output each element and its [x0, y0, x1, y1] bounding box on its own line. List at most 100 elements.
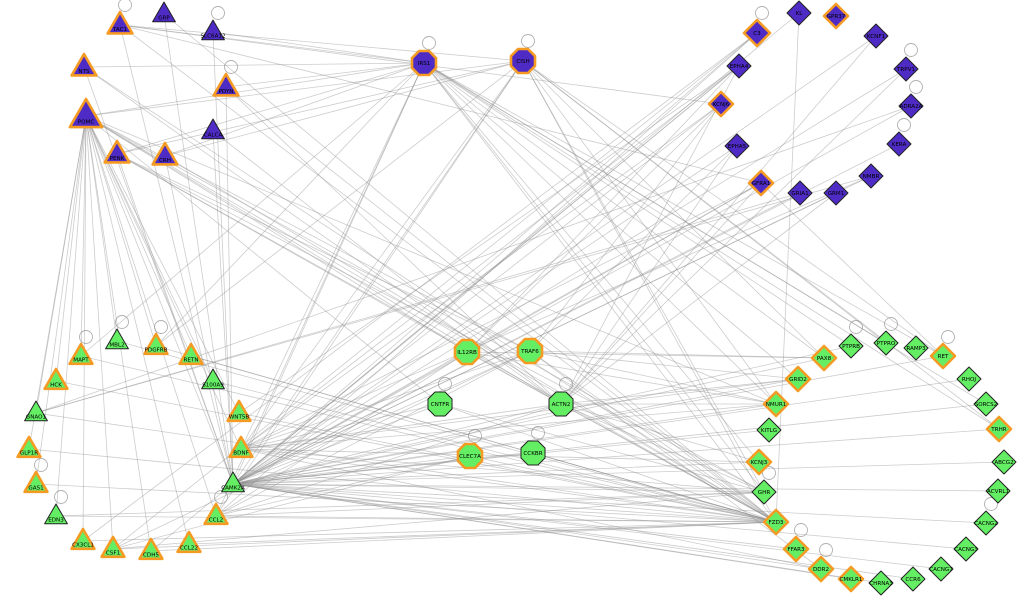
graph-edge — [560, 35, 877, 405]
graph-edge — [232, 143, 900, 485]
graph-edge — [560, 65, 740, 405]
graph-node-grm1[interactable]: GRM1 — [823, 180, 849, 206]
diamond-node-shape — [903, 335, 929, 361]
self-loop-edge — [531, 426, 545, 440]
graph-node-kcnj3[interactable]: KCNJ3 — [745, 448, 773, 476]
graph-node-clec7a[interactable]: CLEC7A — [456, 442, 484, 470]
self-loop-edge — [819, 543, 833, 557]
graph-node-grid2[interactable]: GRID2 — [784, 365, 812, 393]
triangle-node-shape — [228, 435, 254, 459]
graph-node-cmklr1[interactable]: CMKLR1 — [837, 565, 865, 593]
graph-node-cntfr[interactable]: CNTFR — [427, 391, 453, 417]
graph-node-ffar3[interactable]: FFAR3 — [782, 535, 810, 563]
graph-node-cish[interactable]: CISH — [509, 47, 537, 75]
graph-node-cdh5[interactable]: CDH5 — [138, 537, 164, 561]
graph-edge — [232, 182, 762, 485]
graph-node-calca[interactable]: CALCA — [201, 118, 225, 140]
graph-node-mapt[interactable]: MAPT — [68, 342, 94, 366]
self-loop-edge — [849, 320, 863, 334]
graph-edge — [466, 351, 777, 405]
graph-node-kl[interactable]: KL — [786, 0, 812, 26]
graph-edge — [119, 24, 777, 523]
graph-node-ddr2[interactable]: DDR2 — [807, 555, 835, 583]
graph-edge — [116, 153, 531, 352]
graph-node-cacng2[interactable]: CACNG2 — [973, 510, 999, 536]
graph-edge — [232, 12, 800, 485]
graph-edge — [232, 345, 852, 485]
graph-edge — [85, 115, 217, 517]
diamond-node-shape — [745, 448, 773, 476]
graph-node-cacng3[interactable]: CACNG3 — [953, 536, 979, 562]
graph-node-pdyn[interactable]: PDYN — [212, 72, 240, 97]
graph-node-chrna3[interactable]: CHRNA3 — [868, 570, 894, 596]
triangle-node-shape — [106, 10, 134, 35]
graph-edge — [522, 60, 777, 405]
graph-node-kitlg[interactable]: KITLG — [756, 417, 782, 443]
triangle-node-shape — [221, 471, 245, 493]
diamond-node-shape — [868, 570, 894, 596]
graph-node-c3[interactable]: C3 — [742, 18, 772, 48]
graph-edge — [150, 65, 740, 552]
graph-edge — [439, 403, 777, 523]
graph-edge — [529, 103, 722, 352]
graph-edge — [83, 66, 234, 485]
octagon-node-shape — [520, 440, 546, 466]
graph-node-grp[interactable]: GRP — [152, 1, 176, 23]
self-loop-edge — [214, 490, 228, 504]
graph-node-traf6[interactable]: TRAF6 — [516, 337, 544, 365]
graph-edge — [232, 175, 872, 485]
graph-node-cx3cl1[interactable]: CX3CL1 — [70, 527, 96, 551]
graph-edge — [240, 103, 722, 450]
graph-node-cacng7[interactable]: CACNG7 — [928, 556, 954, 582]
graph-edge — [215, 403, 562, 517]
graph-node-nmbr[interactable]: NMBR — [858, 163, 884, 189]
graph-node-il12rb[interactable]: IL12RB — [453, 338, 481, 366]
graph-edge — [35, 483, 777, 523]
graph-edge — [560, 403, 765, 493]
graph-edge — [240, 378, 799, 450]
graph-node-kera[interactable]: KERA — [886, 131, 912, 157]
graph-node-kcnf1[interactable]: KCNF1 — [863, 23, 889, 49]
graph-node-ghr[interactable]: GHR — [751, 479, 777, 505]
triangle-node-shape — [212, 72, 240, 97]
graph-node-glp1r[interactable]: GLP1R — [16, 435, 42, 459]
graph-node-cckbr[interactable]: CCKBR — [520, 440, 546, 466]
graph-edge — [522, 60, 777, 523]
diamond-node-shape — [726, 53, 752, 79]
graph-edge — [240, 350, 531, 450]
graph-node-actn2[interactable]: ACTN2 — [548, 391, 574, 417]
graph-node-adra2a[interactable]: ADRA2A — [898, 93, 924, 119]
graph-edge — [85, 115, 441, 405]
graph-edge — [215, 455, 471, 517]
graph-node-gpr37[interactable]: GPR37 — [822, 2, 850, 30]
graph-node-gas1[interactable]: GAS1 — [23, 470, 49, 494]
graph-edge — [232, 350, 531, 485]
graph-edge — [232, 483, 914, 580]
graph-edge — [28, 115, 87, 450]
diamond-node-shape — [973, 391, 999, 417]
graph-node-ptprb[interactable]: PTPRB — [838, 333, 864, 359]
triangle-node-shape — [226, 399, 252, 423]
graph-node-acvrl1[interactable]: ACVRL1 — [985, 478, 1011, 504]
graph-edge — [232, 357, 825, 485]
graph-node-ccr6[interactable]: CCR6 — [900, 566, 926, 592]
graph-edge — [85, 115, 765, 493]
graph-edge — [85, 115, 114, 550]
graph-node-nts[interactable]: NTS — [70, 52, 98, 77]
graph-node-fzd3[interactable]: FZD3 — [762, 508, 790, 536]
graph-edge — [35, 175, 872, 414]
graph-edge — [83, 66, 562, 405]
graph-node-wnt5b[interactable]: WNT5B — [226, 399, 252, 423]
graph-node-hck[interactable]: HCK — [43, 367, 69, 391]
graph-node-slc6a12[interactable]: SLC6A12 — [200, 19, 226, 41]
graph-node-tac1[interactable]: TAC1 — [106, 10, 134, 35]
graph-node-edn3[interactable]: EDN3 — [44, 503, 68, 525]
graph-node-irs1[interactable]: IRS1 — [410, 49, 438, 77]
graph-edge — [238, 65, 740, 414]
graph-node-trhr[interactable]: TRHR — [985, 415, 1013, 443]
graph-edge — [85, 115, 468, 353]
graph-edge — [423, 62, 825, 359]
graph-node-abcg2[interactable]: ABCG2 — [991, 449, 1017, 475]
graph-node-rhoj[interactable]: RHOJ — [956, 366, 982, 392]
